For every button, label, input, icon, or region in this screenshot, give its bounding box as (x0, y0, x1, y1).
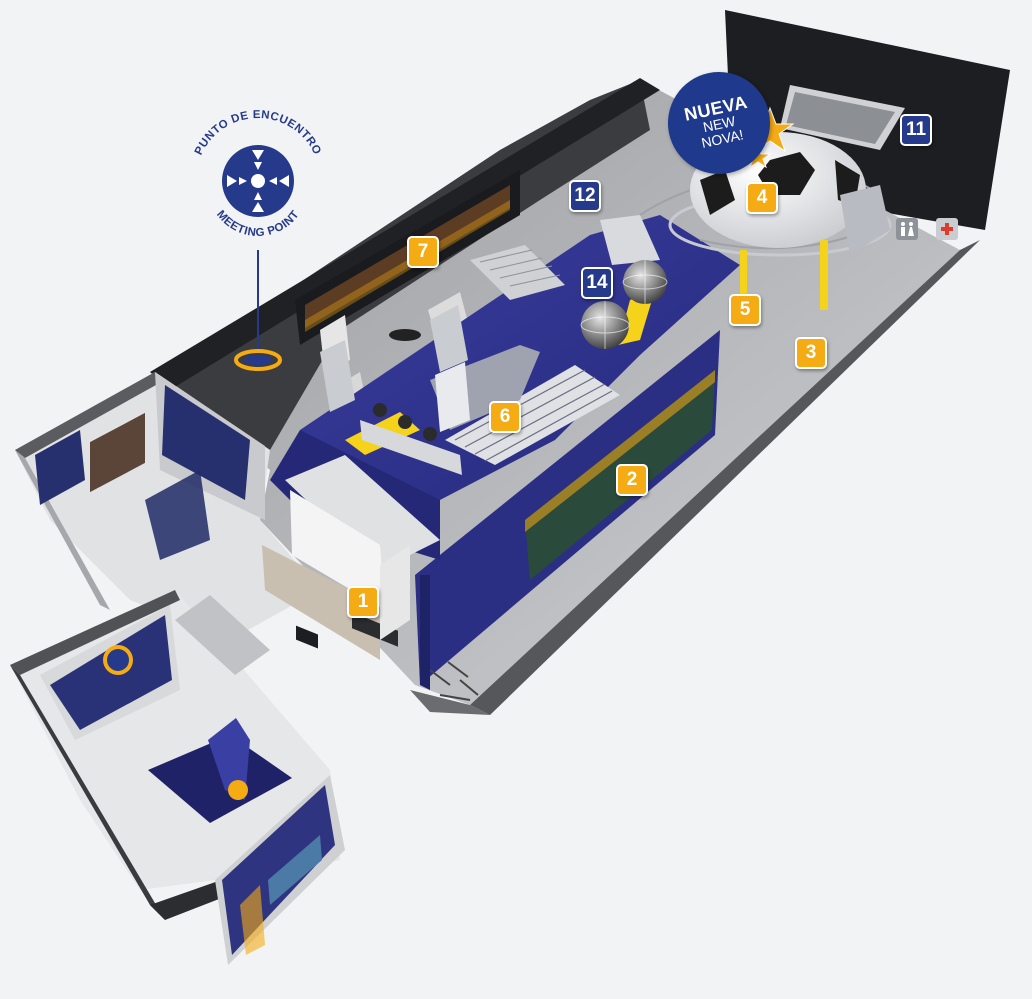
first-aid-cross-icon[interactable] (936, 218, 958, 240)
area-marker-7[interactable]: 7 (407, 236, 439, 268)
entrance-wing (10, 372, 345, 965)
meeting-point-sign: PUNTO DE ENCUENTRO MEETING POINT (193, 109, 323, 239)
auditorium-seats (445, 365, 620, 465)
dome-screen-wall (725, 10, 1010, 230)
restroom-icon[interactable] (896, 218, 918, 240)
area-marker-4[interactable]: 4 (746, 182, 778, 214)
dome-ramp (600, 185, 890, 265)
area-marker-5[interactable]: 5 (729, 294, 761, 326)
area-marker-1[interactable]: 1 (347, 586, 379, 618)
first-aid-glyph (941, 223, 953, 235)
turnstiles (429, 661, 479, 701)
area-marker-11[interactable]: 11 (900, 114, 932, 146)
restroom-glyph (901, 222, 914, 236)
area-marker-12[interactable]: 12 (569, 180, 601, 212)
area-marker-3[interactable]: 3 (795, 337, 827, 369)
meeting-point-floor-marker (234, 250, 282, 371)
meeting-point-icon (227, 150, 289, 212)
area-marker-14[interactable]: 14 (581, 267, 613, 299)
hologram-orbs (580, 260, 668, 349)
ticket-booth (262, 455, 440, 660)
area-marker-6[interactable]: 6 (489, 401, 521, 433)
area-marker-2[interactable]: 2 (616, 464, 648, 496)
staircase (470, 245, 565, 300)
trophy-pedestals (320, 305, 468, 412)
